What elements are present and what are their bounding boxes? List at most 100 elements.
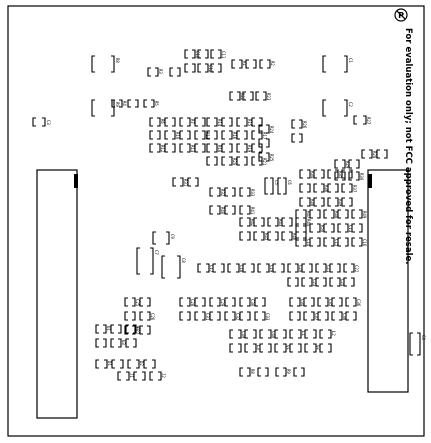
- refdes-label: C9: [170, 234, 175, 239]
- passive-component-footprint: [313, 197, 325, 207]
- refdes-label: C4: [421, 335, 426, 340]
- board-outline: [7, 5, 425, 437]
- refdes-label: C30: [250, 299, 255, 307]
- refdes-label: C39: [241, 331, 246, 339]
- passive-component-footprint: [304, 343, 317, 353]
- refdes-label: R28: [372, 151, 377, 159]
- passive-component-footprint: [253, 231, 265, 241]
- refdes-label: R3: [158, 69, 163, 74]
- passive-component-footprint: [329, 277, 341, 287]
- refdes-label: R40: [220, 207, 225, 215]
- refdes-label: C13: [348, 225, 353, 233]
- passive-component-footprint: [95, 359, 108, 369]
- passive-component-footprint: [187, 177, 199, 187]
- refdes-label: L2: [331, 331, 336, 336]
- passive-component-footprint: [229, 91, 241, 101]
- passive-component-footprint: [236, 143, 248, 153]
- passive-component-footprint: [258, 124, 270, 134]
- passive-component-footprint: [343, 277, 355, 287]
- passive-component-footprint: [289, 311, 301, 321]
- passive-component-footprint: [329, 263, 341, 273]
- passive-component-footprint: [287, 277, 299, 287]
- passive-component-footprint: [274, 329, 287, 339]
- refdes-label: R18: [217, 145, 222, 153]
- passive-component-footprint: [254, 311, 266, 321]
- passive-component-footprint: [353, 115, 367, 125]
- passive-component-footprint: [197, 49, 209, 59]
- refdes-label: C12: [208, 65, 213, 73]
- passive-component-footprint: [147, 67, 159, 77]
- refdes-label: L3: [256, 345, 261, 350]
- passive-component-footprint: [194, 311, 206, 321]
- passive-component-footprint: [287, 263, 299, 273]
- passive-component-footprint: [242, 91, 254, 101]
- refdes-label: R5: [154, 101, 159, 106]
- passive-component-footprint: [348, 159, 360, 169]
- passive-component-footprint: [251, 143, 263, 153]
- passive-component-footprint: [245, 59, 257, 69]
- passive-component-footprint: [304, 329, 317, 339]
- passive-component-footprint: [206, 117, 218, 127]
- refdes-label: R25: [269, 154, 274, 162]
- passive-component-footprint: [125, 324, 137, 334]
- refdes-label: R16: [232, 132, 237, 140]
- passive-component-footprint: [343, 263, 355, 273]
- refdes-label: U1: [106, 326, 111, 331]
- refdes-label: R17: [262, 132, 267, 140]
- passive-component-footprint: [164, 130, 176, 140]
- pin1-marker: [74, 174, 78, 188]
- refdes-label: C20: [298, 265, 303, 273]
- refdes-label: C25: [135, 299, 140, 307]
- refdes-label: C31: [205, 313, 210, 321]
- passive-component-footprint: [258, 138, 270, 148]
- passive-component-footprint: [295, 237, 307, 247]
- header-connector: [36, 169, 78, 419]
- disclaimer-text: For evaluation only; not FCC approved fo…: [403, 28, 413, 265]
- refdes-label: R13: [190, 145, 195, 153]
- refdes-label: C18: [239, 265, 244, 273]
- refdes-label: R38: [310, 199, 315, 207]
- refdes-label: R36: [324, 185, 329, 193]
- passive-component-footprint: [291, 133, 303, 143]
- passive-component-footprint: [254, 297, 266, 307]
- passive-component-footprint: [239, 311, 251, 321]
- rohs-logo-icon: P: [394, 8, 408, 22]
- passive-component-footprint: [227, 263, 240, 273]
- passive-component-footprint: [229, 343, 242, 353]
- refdes-label: C2: [348, 102, 353, 107]
- refdes-label: C17: [209, 265, 214, 273]
- passive-component-footprint: [206, 130, 218, 140]
- refdes-label: R23: [266, 93, 271, 101]
- passive-component-footprint: [143, 99, 155, 108]
- passive-component-footprint: [197, 63, 209, 73]
- passive-component-footprint: [295, 223, 307, 233]
- passive-component-footprint: [315, 277, 327, 287]
- passive-component-footprint: [206, 156, 218, 166]
- passive-component-footprint: [345, 297, 357, 307]
- passive-component-footprint: [341, 183, 353, 193]
- refdes-label: C3: [46, 120, 51, 125]
- refdes-label: R11: [205, 132, 210, 140]
- passive-component-footprint: [323, 223, 335, 233]
- passive-component-footprint: [341, 169, 353, 179]
- large-component-footprint: [91, 99, 115, 117]
- passive-component-footprint: [169, 67, 181, 77]
- passive-component-footprint: [267, 231, 279, 241]
- refdes-label: C35: [328, 299, 333, 307]
- passive-component-footprint: [125, 338, 137, 348]
- refdes-label: C1: [348, 58, 353, 63]
- passive-component-footprint: [351, 237, 363, 247]
- passive-component-footprint: [164, 117, 176, 127]
- passive-component-footprint: [139, 297, 151, 307]
- passive-component-footprint: [299, 197, 311, 207]
- passive-component-footprint: [303, 297, 315, 307]
- refdes-label: C8: [181, 258, 186, 263]
- refdes-label: R42: [250, 219, 255, 227]
- refdes-label: C10: [195, 51, 200, 59]
- refdes-label: C36: [356, 299, 361, 307]
- passive-component-footprint: [179, 143, 191, 153]
- refdes-label: R4: [122, 101, 127, 106]
- passive-component-footprint: [239, 297, 251, 307]
- passive-component-footprint: [258, 152, 270, 162]
